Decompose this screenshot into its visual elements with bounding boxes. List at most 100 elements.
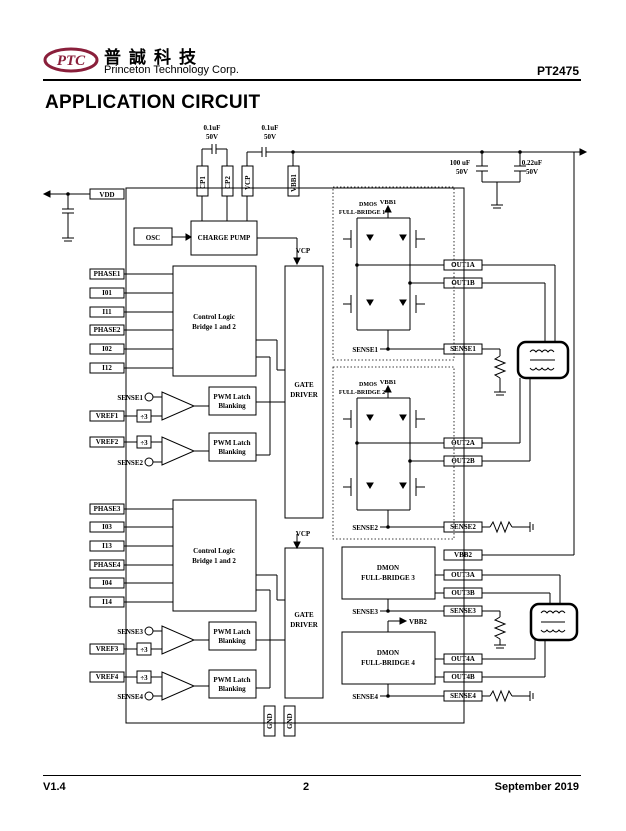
pwm-2-line2: Blanking [218,448,246,456]
divider-4: ÷3 [140,674,148,682]
pin-phase3: PHASE3 [94,505,121,513]
pwm-1-line2: Blanking [218,402,246,410]
control-logic-1-line1: Control Logic [193,313,235,321]
sense1-input-label: SENSE1 [117,394,143,402]
sense3-node: SENSE3 [352,608,378,616]
pin-out3a: OUT3A [451,571,475,579]
pin-vcp: VCP [244,175,252,190]
pin-out2a: OUT2A [451,439,475,447]
pin-phase2: PHASE2 [94,326,121,334]
footer-date: September 2019 [494,781,579,793]
pwm-2-line1: PWM Latch [213,439,250,447]
small-cap-voltage: 50V [526,168,538,176]
pin-i12: I12 [102,364,112,372]
bulk-cap-value: 100 uF [450,159,470,167]
header-rule [43,79,581,81]
cap-voltage-2: 50V [264,133,276,141]
part-number: PT2475 [536,64,579,78]
company-name-en: Princeton Technology Corp. [104,64,239,76]
gate-driver-1-line2: DRIVER [290,391,319,399]
sense4-node: SENSE4 [352,693,378,701]
pin-out1a: OUT1A [451,261,475,269]
control-logic-1-line2: Bridge 1 and 2 [192,323,236,331]
pin-vref3: VREF3 [96,645,119,653]
bridge2-line2: FULL-BRIDGE 2 [339,390,385,396]
control-logic-2-line2: Bridge 1 and 2 [192,557,236,565]
pin-vbb2: VBB2 [454,551,472,559]
pin-sense1: SENSE1 [450,345,476,353]
pin-out4a: OUT4A [451,655,475,663]
pwm-4-line2: Blanking [218,685,246,693]
gate-driver-1-line1: GATE [294,381,314,389]
svg-text:PTC: PTC [57,53,86,69]
pin-i04: I04 [102,579,112,587]
pin-vdd: VDD [99,191,114,199]
pin-vref2: VREF2 [96,438,119,446]
pin-vbb1: VBB1 [290,174,298,192]
vcp-label-1: VCP [296,247,311,255]
pin-vref4: VREF4 [96,673,119,681]
osc-label: OSC [146,234,160,242]
bridge1-vbb: VBB1 [380,199,397,206]
bridge2-line1: DMOS [359,382,378,388]
divider-3: ÷3 [140,646,148,654]
page-header: PTC 普誠科技 Princeton Technology Corp. PT24… [0,0,626,92]
pin-gnd-1: GND [266,713,274,729]
footer-rule [43,775,581,776]
control-logic-2-line1: Control Logic [193,547,235,555]
divider-2: ÷3 [140,439,148,447]
pin-i11: I11 [102,308,112,316]
pin-i14: I14 [102,598,112,606]
small-cap-value: 0.22uF [522,159,542,167]
vcp-label-2: VCP [296,530,311,538]
sense3-input-label: SENSE3 [117,628,143,636]
cap-value-2: 0.1uF [262,124,279,132]
pin-sense4: SENSE4 [450,692,476,700]
bridge3-line2: FULL-BRIDGE 3 [361,574,415,582]
pwm-3-line1: PWM Latch [213,628,250,636]
gate-driver-2-line1: GATE [294,611,314,619]
sense2-input-label: SENSE2 [117,459,143,467]
pin-sense2: SENSE2 [450,523,476,531]
pin-out4b: OUT4B [451,673,475,681]
pwm-1-line1: PWM Latch [213,393,250,401]
bridge4-line2: FULL-BRIDGE 4 [361,659,415,667]
cap-value-1: 0.1uF [204,124,221,132]
pin-i13: I13 [102,542,112,550]
sense1-node: SENSE1 [352,346,378,354]
pin-cp1: CP1 [199,176,207,189]
footer-page-number: 2 [303,781,310,793]
application-circuit-diagram: 0.1uF 50V 0.1uF 50V 100 uF 50V 0.22uF 50… [42,124,588,737]
pin-phase4: PHASE4 [94,561,121,569]
ptc-logo-icon: PTC [43,47,99,73]
charge-pump-label: CHARGE PUMP [198,234,251,242]
pin-out3b: OUT3B [451,589,475,597]
pin-sense3: SENSE3 [450,607,476,615]
cap-voltage-1: 50V [206,133,218,141]
pin-i01: I01 [102,289,112,297]
pin-cp2: CP2 [224,176,232,189]
divider-1: ÷3 [140,413,148,421]
footer-version: V1.4 [43,781,66,793]
pin-vref1: VREF1 [96,412,119,420]
gate-driver-2-line2: DRIVER [290,621,319,629]
bridge2-vbb: VBB1 [380,379,397,386]
pin-i02: I02 [102,345,112,353]
section-title: APPLICATION CIRCUIT [45,92,261,113]
bulk-cap-voltage: 50V [456,168,468,176]
chip-outline [125,187,465,724]
bridge1-line2: FULL-BRIDGE 1 [339,210,385,216]
sense4-input-label: SENSE4 [117,693,143,701]
pwm-3-line2: Blanking [218,637,246,645]
pin-out2b: OUT2B [451,457,475,465]
pin-i03: I03 [102,523,112,531]
pin-phase1: PHASE1 [94,270,121,278]
bridge3-line1: DMON [377,564,399,572]
bridge4-line1: DMON [377,649,399,657]
bridge4-vbb: VBB2 [409,618,427,626]
sense2-node: SENSE2 [352,524,378,532]
company-name-cn: 普誠科技 [104,48,204,68]
bridge1-line1: DMOS [359,202,378,208]
pin-out1b: OUT1B [451,279,475,287]
pwm-4-line1: PWM Latch [213,676,250,684]
